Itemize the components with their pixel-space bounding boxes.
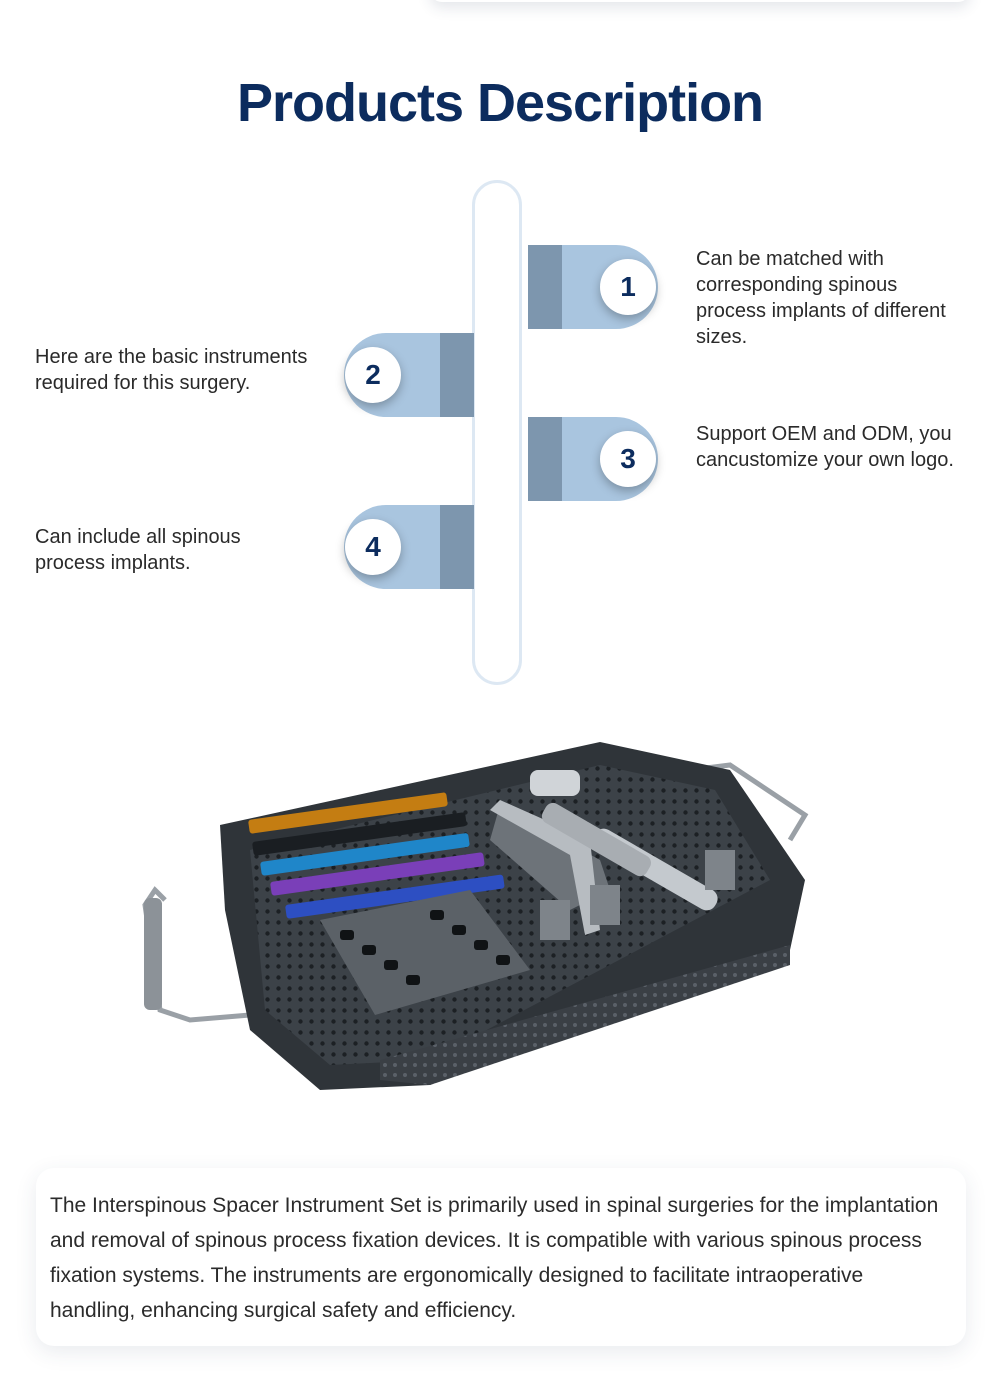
feature-text-2: Here are the basic instruments required … <box>35 346 308 394</box>
feature-number-2: 2 <box>345 347 401 403</box>
feature-number-1: 1 <box>600 259 656 315</box>
feature-number-4: 4 <box>345 519 401 575</box>
feature-number-3: 3 <box>600 431 656 487</box>
description-card: The Interspinous Spacer Instrument Set i… <box>36 1168 966 1346</box>
feature-diagram: 1 Can be matched with corresponding spin… <box>35 180 954 685</box>
instrument-tray-image <box>142 742 809 1090</box>
feature-text-4: Can include all spinous process implants… <box>35 526 241 574</box>
product-image <box>130 730 830 1110</box>
center-pill <box>472 180 522 685</box>
top-card-edge <box>430 0 970 2</box>
feature-text-3: Support OEM and ODM, you cancustomize yo… <box>696 423 954 471</box>
feature-text-1: Can be matched with corresponding spinou… <box>696 248 946 348</box>
description-text: The Interspinous Spacer Instrument Set i… <box>50 1194 939 1322</box>
section-title: Products Description <box>236 73 764 133</box>
